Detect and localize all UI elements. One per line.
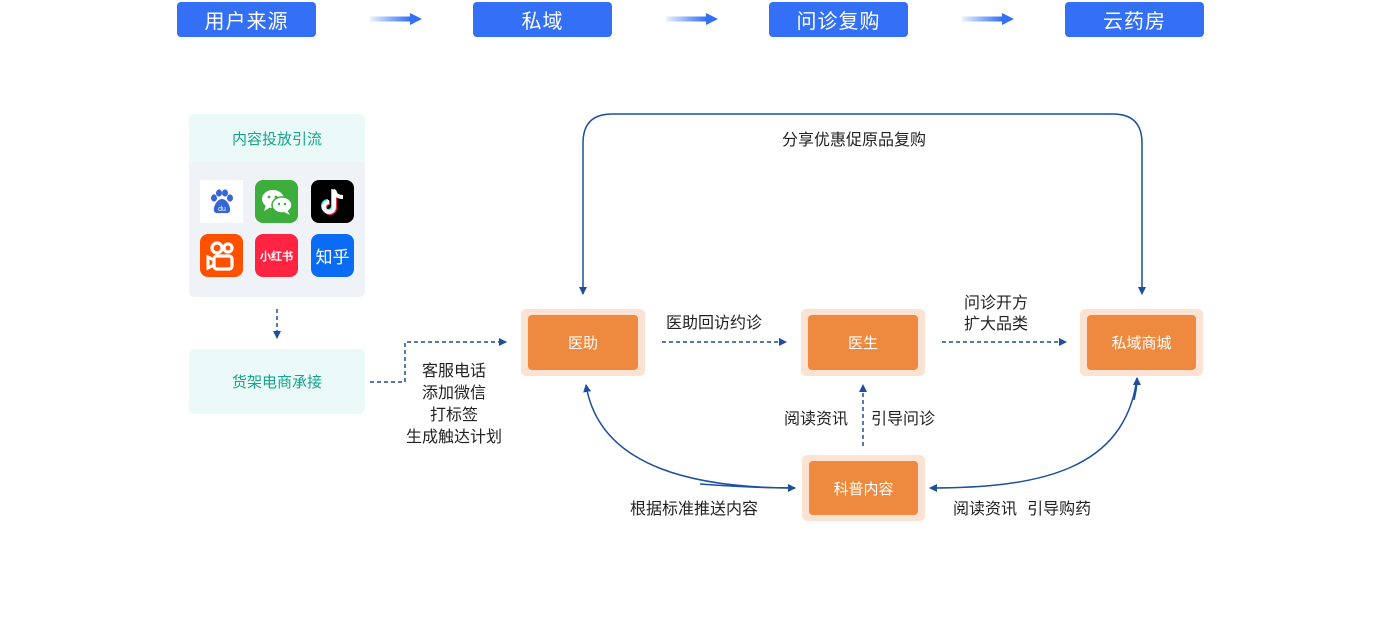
label-shelf-1: 客服电话 <box>421 361 486 380</box>
xiaohongshu-text: 小红书 <box>260 249 293 263</box>
xiaohongshu-icon: 小红书 <box>255 234 298 277</box>
stage-cloud-pharmacy: 云药房 <box>1065 2 1204 37</box>
arrow-loop-to-mall <box>862 113 1146 295</box>
stage-private-domain: 私域 <box>473 2 612 37</box>
node-mall-label: 私域商城 <box>1087 315 1196 370</box>
arrow-mall-to-content <box>929 377 1138 492</box>
svg-text:du: du <box>218 206 226 213</box>
stage-arrow-icon <box>666 13 718 25</box>
stage-arrow-icon <box>962 13 1014 25</box>
stage-label: 私域 <box>521 9 564 33</box>
label-assistant-to-content: 根据标准推送内容 <box>630 499 759 518</box>
label-doctor-to-mall-2: 扩大品类 <box>964 314 1029 333</box>
shelf-ecommerce-box: 货架电商承接 <box>189 349 365 414</box>
kuaishou-icon <box>200 234 243 277</box>
stage-label: 用户来源 <box>204 9 289 33</box>
stage-label: 问诊复购 <box>796 9 881 33</box>
zhihu-text: 知乎 <box>315 248 350 268</box>
douyin-icon <box>311 180 354 223</box>
label-top-loop: 分享优惠促原品复购 <box>782 130 927 149</box>
node-science-content: 科普内容 <box>802 455 925 521</box>
arrow-mall-curve-head <box>1132 377 1141 401</box>
node-doctor-label: 医生 <box>808 315 918 370</box>
shelf-label: 货架电商承接 <box>231 373 322 391</box>
label-shelf-4: 生成触达计划 <box>405 427 502 446</box>
arrow-shelf-to-assistant <box>370 338 507 383</box>
wechat-icon <box>255 180 298 223</box>
arrow-content-to-assistant <box>583 384 796 489</box>
baidu-paw-icon: du <box>200 180 243 223</box>
label-content-to-mall: 阅读资讯 引导购药 <box>953 499 1092 518</box>
label-content-to-doctor-right: 引导问诊 <box>871 409 936 428</box>
label-shelf-3: 打标签 <box>429 405 478 424</box>
arrow-assistant-curve-head <box>699 483 796 492</box>
content-traffic-panel: 内容投放引流 du 小红书 知乎 <box>189 114 365 297</box>
arrow-loop-to-assistant <box>579 113 862 295</box>
label-shelf-2: 添加微信 <box>421 383 486 402</box>
zhihu-icon: 知乎 <box>311 234 354 277</box>
panel-title: 内容投放引流 <box>189 114 365 162</box>
node-doctor: 医生 <box>801 309 925 376</box>
node-assistant-label: 医助 <box>528 315 638 370</box>
node-private-mall: 私域商城 <box>1080 309 1203 376</box>
stage-user-source: 用户来源 <box>177 2 316 37</box>
label-content-to-doctor-left: 阅读资讯 <box>784 409 849 428</box>
stage-consult-repurchase: 问诊复购 <box>769 2 908 37</box>
label-assistant-to-doctor: 医助回访约诊 <box>666 313 763 332</box>
stage-arrow-icon <box>370 13 422 25</box>
label-doctor-to-mall-1: 问诊开方 <box>964 293 1029 312</box>
node-assistant: 医助 <box>521 309 645 376</box>
stage-label: 云药房 <box>1103 9 1166 33</box>
node-content-label: 科普内容 <box>809 461 918 515</box>
